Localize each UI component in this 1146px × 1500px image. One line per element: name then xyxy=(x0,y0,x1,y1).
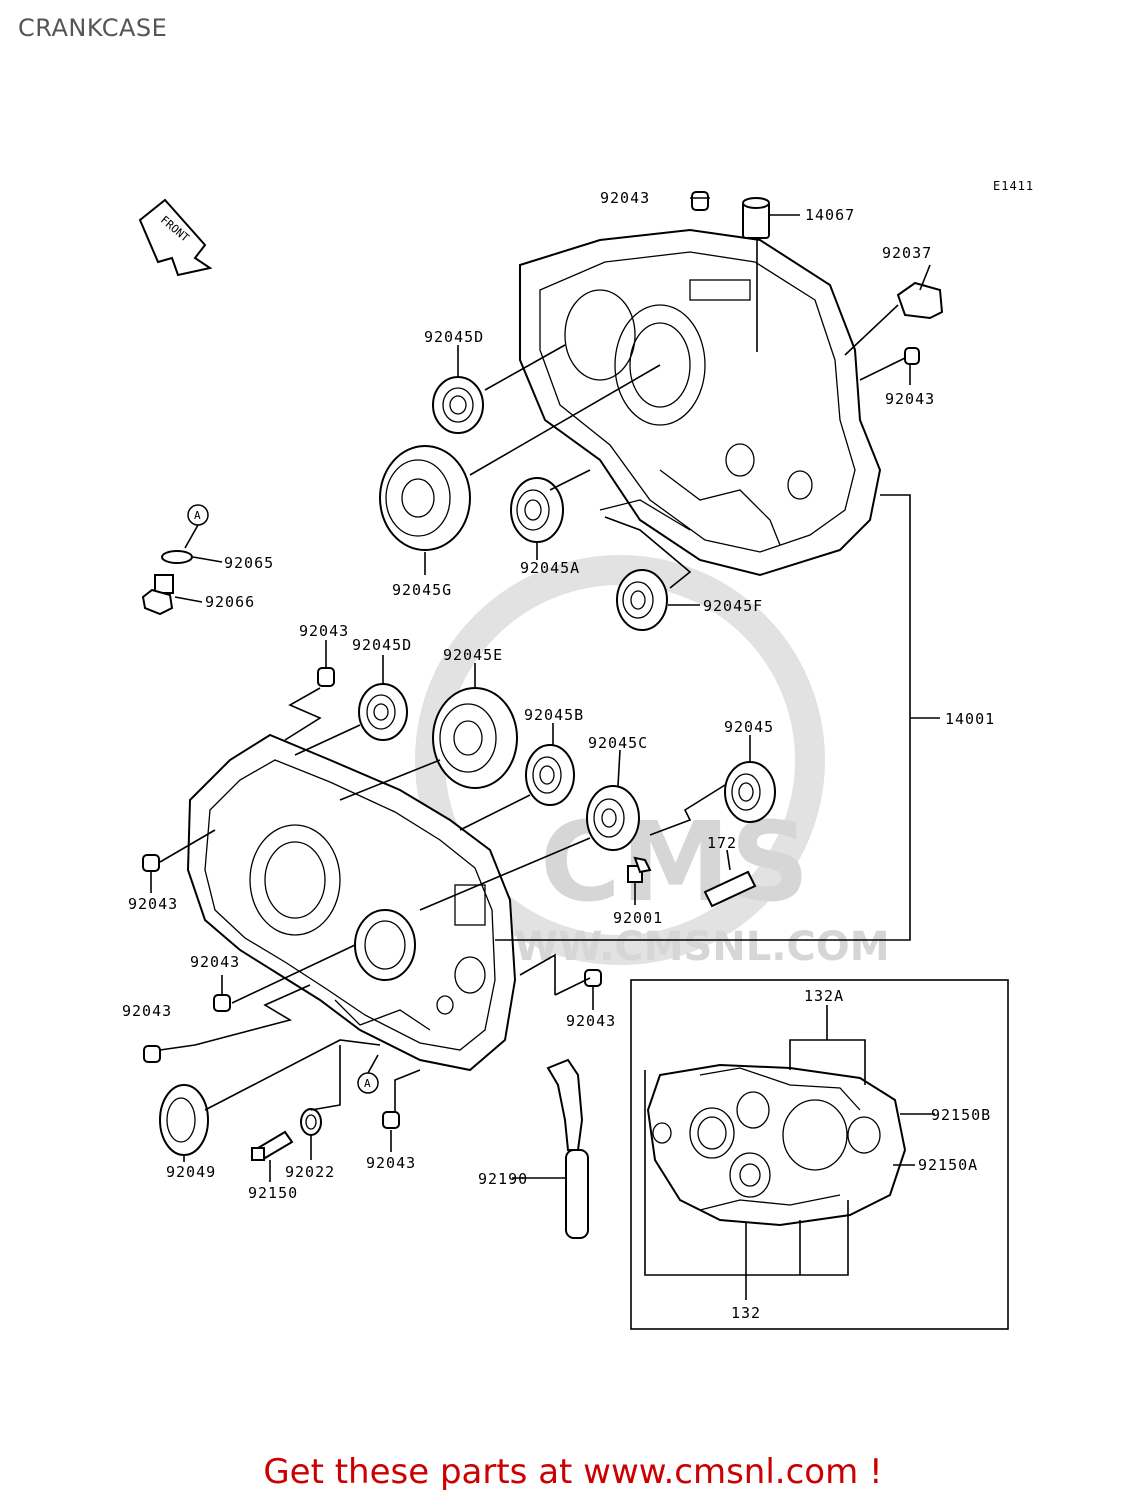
svg-text:A: A xyxy=(364,1077,371,1090)
label-92150: 92150 xyxy=(248,1184,298,1202)
label-92043: 92043 xyxy=(128,895,178,913)
dowel-pin-92043-left-top xyxy=(317,667,335,687)
washer-92022 xyxy=(300,1108,322,1136)
label-92037: 92037 xyxy=(882,244,932,262)
bearing-92045B xyxy=(525,744,575,806)
label-92045G: 92045G xyxy=(392,581,452,599)
marker-a-upper: A xyxy=(187,504,209,526)
label-92045: 92045 xyxy=(724,718,774,736)
label-92043: 92043 xyxy=(600,189,650,207)
label-92066: 92066 xyxy=(205,593,255,611)
label-92022: 92022 xyxy=(285,1163,335,1181)
part-labels: 92043 14067 92037 92043 92045D 92045G 92… xyxy=(122,189,995,1322)
dowel-pin-92043-left-bot xyxy=(143,1045,161,1063)
label-92043: 92043 xyxy=(366,1154,416,1172)
label-92043: 92043 xyxy=(190,953,240,971)
label-92049: 92049 xyxy=(166,1163,216,1181)
inset-leaders xyxy=(644,1005,935,1300)
dowel-pin-92043-left-low xyxy=(213,994,231,1012)
label-92043: 92043 xyxy=(885,390,935,408)
label-92045B: 92045B xyxy=(524,706,584,724)
footer-banner: Get these parts at www.cmsnl.com ! xyxy=(0,1452,1146,1492)
label-92065: 92065 xyxy=(224,554,274,572)
watermark: CMS WWW.CMSNL.COM xyxy=(415,555,890,970)
bearing-92045A xyxy=(510,477,564,543)
label-92190: 92190 xyxy=(478,1170,528,1188)
washer-92065 xyxy=(161,550,193,564)
label-92045E: 92045E xyxy=(443,646,503,664)
bearing-92045 xyxy=(724,761,776,823)
label-92150A: 92150A xyxy=(918,1156,978,1174)
bearing-92045D-upper xyxy=(432,376,484,434)
dowel-pin-92043-center xyxy=(584,969,602,987)
dowel-pin-92043-top xyxy=(691,191,709,211)
dowel-pin-92043-bottom xyxy=(382,1111,400,1129)
dowel-pin-92043-right xyxy=(904,347,920,365)
label-92045D: 92045D xyxy=(352,636,412,654)
leader-lines xyxy=(150,197,940,1182)
label-92043: 92043 xyxy=(566,1012,616,1030)
label-92150B: 92150B xyxy=(931,1106,991,1124)
label-14067: 14067 xyxy=(805,206,855,224)
left-crankcase-half xyxy=(186,733,517,1072)
label-92045C: 92045C xyxy=(588,734,648,752)
label-92045A: 92045A xyxy=(520,559,580,577)
bearing-92045D-lower xyxy=(358,683,408,741)
bolt-92150 xyxy=(251,1130,294,1161)
bracket-92037 xyxy=(896,281,944,320)
stud-172 xyxy=(703,870,757,908)
right-crankcase-half xyxy=(519,228,882,577)
drain-plug-92066 xyxy=(141,574,174,616)
label-92043: 92043 xyxy=(299,622,349,640)
watermark-brand: CMS xyxy=(540,798,809,926)
bearing-92045G xyxy=(379,445,471,551)
label-92045D: 92045D xyxy=(424,328,484,346)
dowel-pin-92043-left-mid xyxy=(142,854,160,872)
label-132: 132 xyxy=(731,1304,761,1322)
sleeve-14067 xyxy=(742,197,770,239)
oil-seal-92049 xyxy=(159,1084,209,1156)
bearing-92045C xyxy=(586,785,640,851)
watermark-url: WWW.CMSNL.COM xyxy=(470,924,890,970)
label-14001: 14001 xyxy=(945,710,995,728)
label-172: 172 xyxy=(707,834,737,852)
inset-box xyxy=(630,979,1009,1330)
label-92001: 92001 xyxy=(613,909,663,927)
front-arrow-icon: FRONT xyxy=(138,198,213,277)
page-title: CRANKCASE xyxy=(18,14,168,42)
bearing-92045F xyxy=(616,569,668,631)
breather-tube-92190 xyxy=(546,1058,589,1239)
plug-92001 xyxy=(627,856,652,883)
label-132A: 132A xyxy=(804,987,844,1005)
bearing-92045E xyxy=(432,687,518,789)
diagram-code: E1411 xyxy=(993,179,1034,193)
label-92045F: 92045F xyxy=(703,597,763,615)
svg-text:A: A xyxy=(194,509,201,522)
footer-link[interactable]: Get these parts at www.cmsnl.com ! xyxy=(263,1452,883,1492)
label-92043: 92043 xyxy=(122,1002,172,1020)
marker-a-lower: A xyxy=(357,1072,379,1094)
